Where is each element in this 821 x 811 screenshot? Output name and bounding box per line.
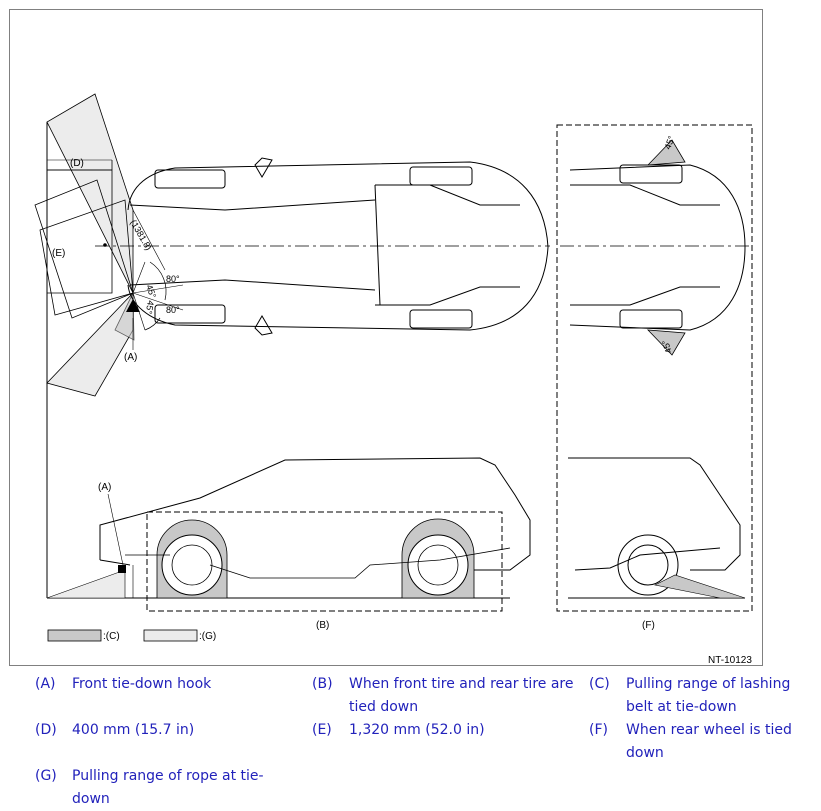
figure-frame <box>9 9 763 666</box>
front-tie-down-hook-marker <box>126 299 140 312</box>
label-angle-80-top: 80° <box>166 274 180 284</box>
legend-row: (G) Pulling range of rope at tie-down <box>27 765 821 811</box>
label-angle-45-rear-top: 45° <box>662 134 676 151</box>
rope-range-side <box>46 569 126 599</box>
legend-swatch-c <box>47 629 102 642</box>
legend-swatch-g <box>143 629 198 642</box>
legend-key: (D) <box>35 722 57 738</box>
label-e: (E) <box>52 248 65 259</box>
label-angle-45-a: 45° <box>144 283 158 300</box>
legend-row: (D) 400 mm (15.7 in) (E) 1,320 mm (52.0 … <box>27 719 821 765</box>
lashing-belt-rear-side <box>654 574 746 599</box>
legend-text: When front tire and rear tire are tied d… <box>349 676 574 715</box>
label-a-bottom: (A) <box>98 482 111 493</box>
legend-row: (A) Front tie-down hook (B) When front t… <box>27 673 821 719</box>
legend-key: (A) <box>35 676 56 692</box>
legend-key: (C) <box>589 676 610 692</box>
front-rear-tie-down-frame <box>146 511 503 612</box>
legend-text: When rear wheel is tied down <box>626 722 792 761</box>
legend-key: (E) <box>312 722 332 738</box>
label-a-top: (A) <box>124 352 137 363</box>
label-angle-80-bottom: 80° <box>166 305 180 315</box>
tie-down-diagram: (D) (E) (1381.8) 80° 80° 45° 45° (A) 45°… <box>9 9 763 666</box>
legend-label-c: :(C) <box>103 631 120 642</box>
legend-text: Front tie-down hook <box>72 676 212 692</box>
legend-text: 1,320 mm (52.0 in) <box>349 722 485 738</box>
legend-key: (B) <box>312 676 333 692</box>
legend-key: (G) <box>35 768 57 784</box>
label-f: (F) <box>642 620 655 631</box>
front-wheel-side <box>156 519 228 599</box>
label-angle-45-rear-bottom: 45° <box>660 338 674 355</box>
legend-table: (A) Front tie-down hook (B) When front t… <box>27 673 821 811</box>
rear-wheel-side <box>401 518 475 599</box>
label-b: (B) <box>316 620 329 631</box>
rope-range-zone <box>46 93 134 397</box>
lashing-belt-range-zone <box>114 292 135 341</box>
figure-id: NT-10123 <box>708 655 752 666</box>
legend-label-g: :(G) <box>199 631 216 642</box>
car-side-view-rear <box>568 457 745 599</box>
legend-text: Pulling range of rope at tie-down <box>72 768 264 807</box>
label-angle-45-b: 45° <box>144 300 156 316</box>
legend-key: (F) <box>589 722 608 738</box>
legend-text: 400 mm (15.7 in) <box>72 722 195 738</box>
car-top-view <box>95 157 550 336</box>
legend-text: Pulling range of lashing belt at tie-dow… <box>626 676 791 715</box>
rear-tie-down-frame <box>556 124 753 612</box>
label-d: (D) <box>70 158 84 169</box>
